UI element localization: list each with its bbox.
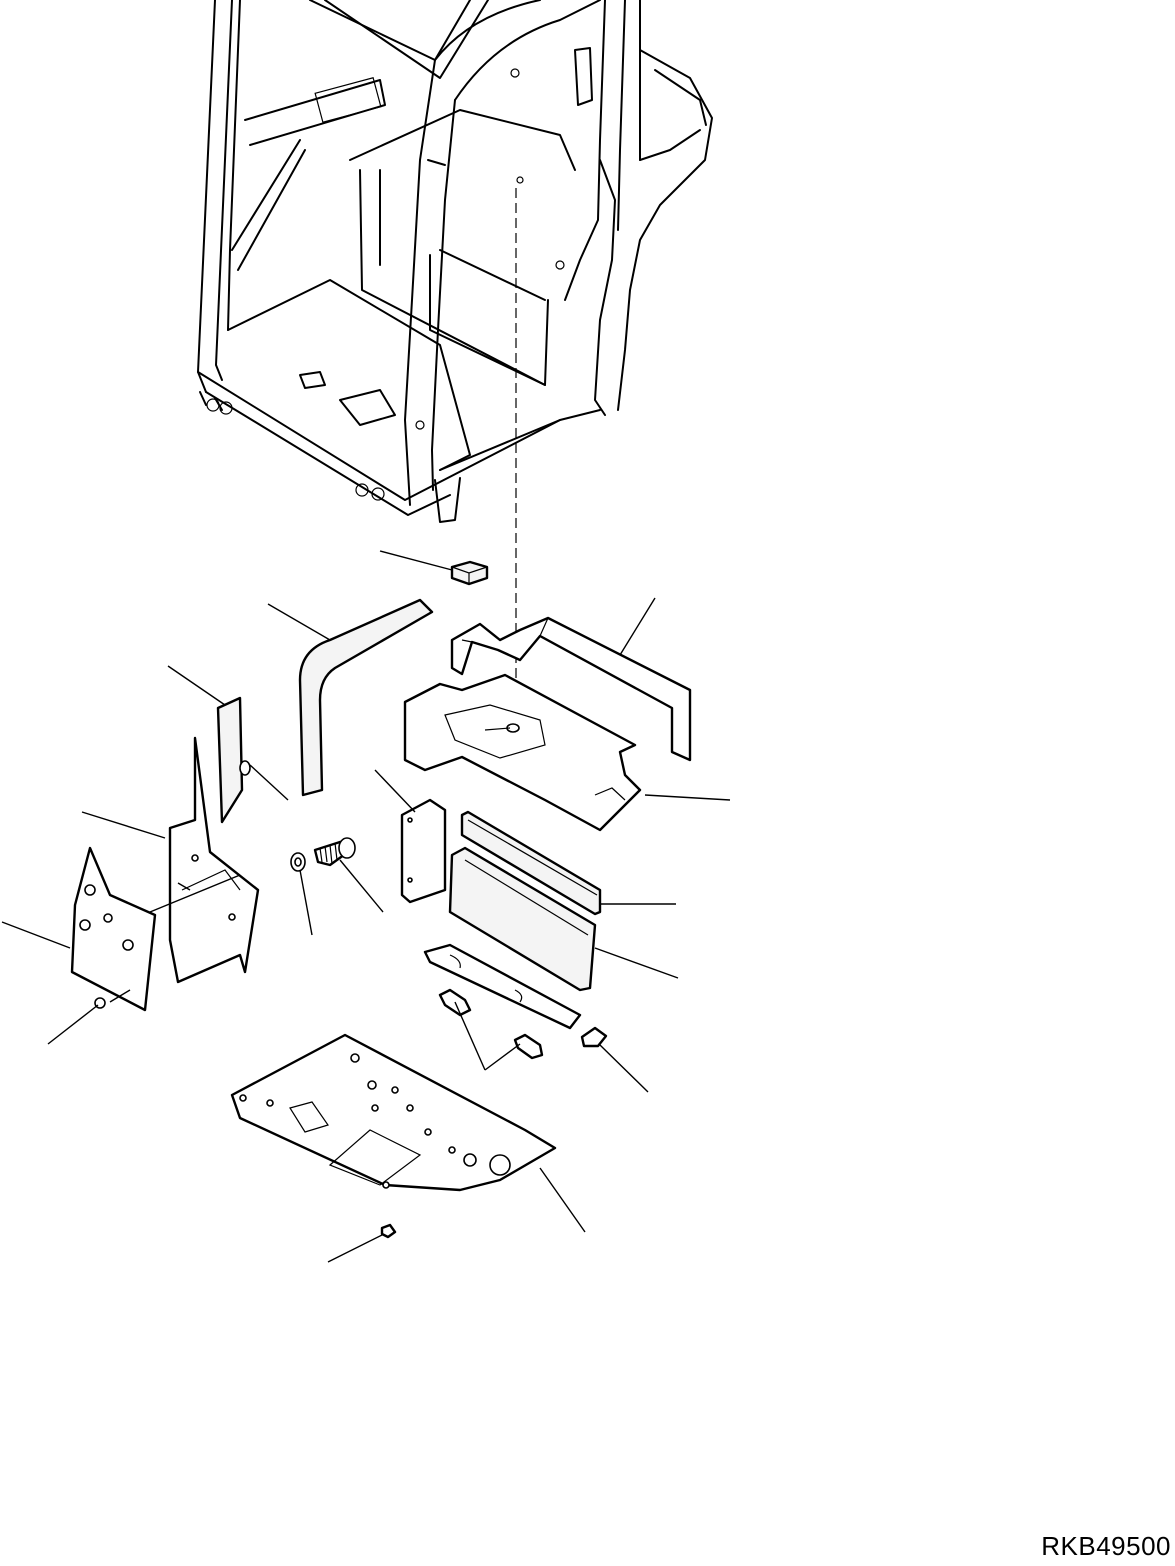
small-block-part xyxy=(452,562,487,584)
rear-bent-plate-part xyxy=(452,618,690,760)
bottom-floor-plate-part xyxy=(232,1035,555,1190)
slotted-floor-rail-part xyxy=(425,945,580,1028)
washer-and-bolt-part xyxy=(240,761,355,871)
front-left-panel-part xyxy=(72,848,155,1010)
long-pad-lower-part xyxy=(450,848,595,990)
drawing-number-label: RKB49500 xyxy=(1041,1531,1171,1561)
l-shaped-pad-part xyxy=(300,600,432,795)
clip-bracket-parts xyxy=(440,990,606,1058)
thin-vertical-strip-part xyxy=(218,698,242,822)
long-pad-upper-part xyxy=(462,812,600,914)
leader-lines xyxy=(2,551,730,1262)
bottom-nut-part xyxy=(382,1225,395,1237)
floor-support-plate-part xyxy=(405,675,640,830)
cab-frame xyxy=(198,0,712,730)
left-side-panel-part xyxy=(170,738,258,982)
vertical-bracket-block-part xyxy=(402,800,445,902)
